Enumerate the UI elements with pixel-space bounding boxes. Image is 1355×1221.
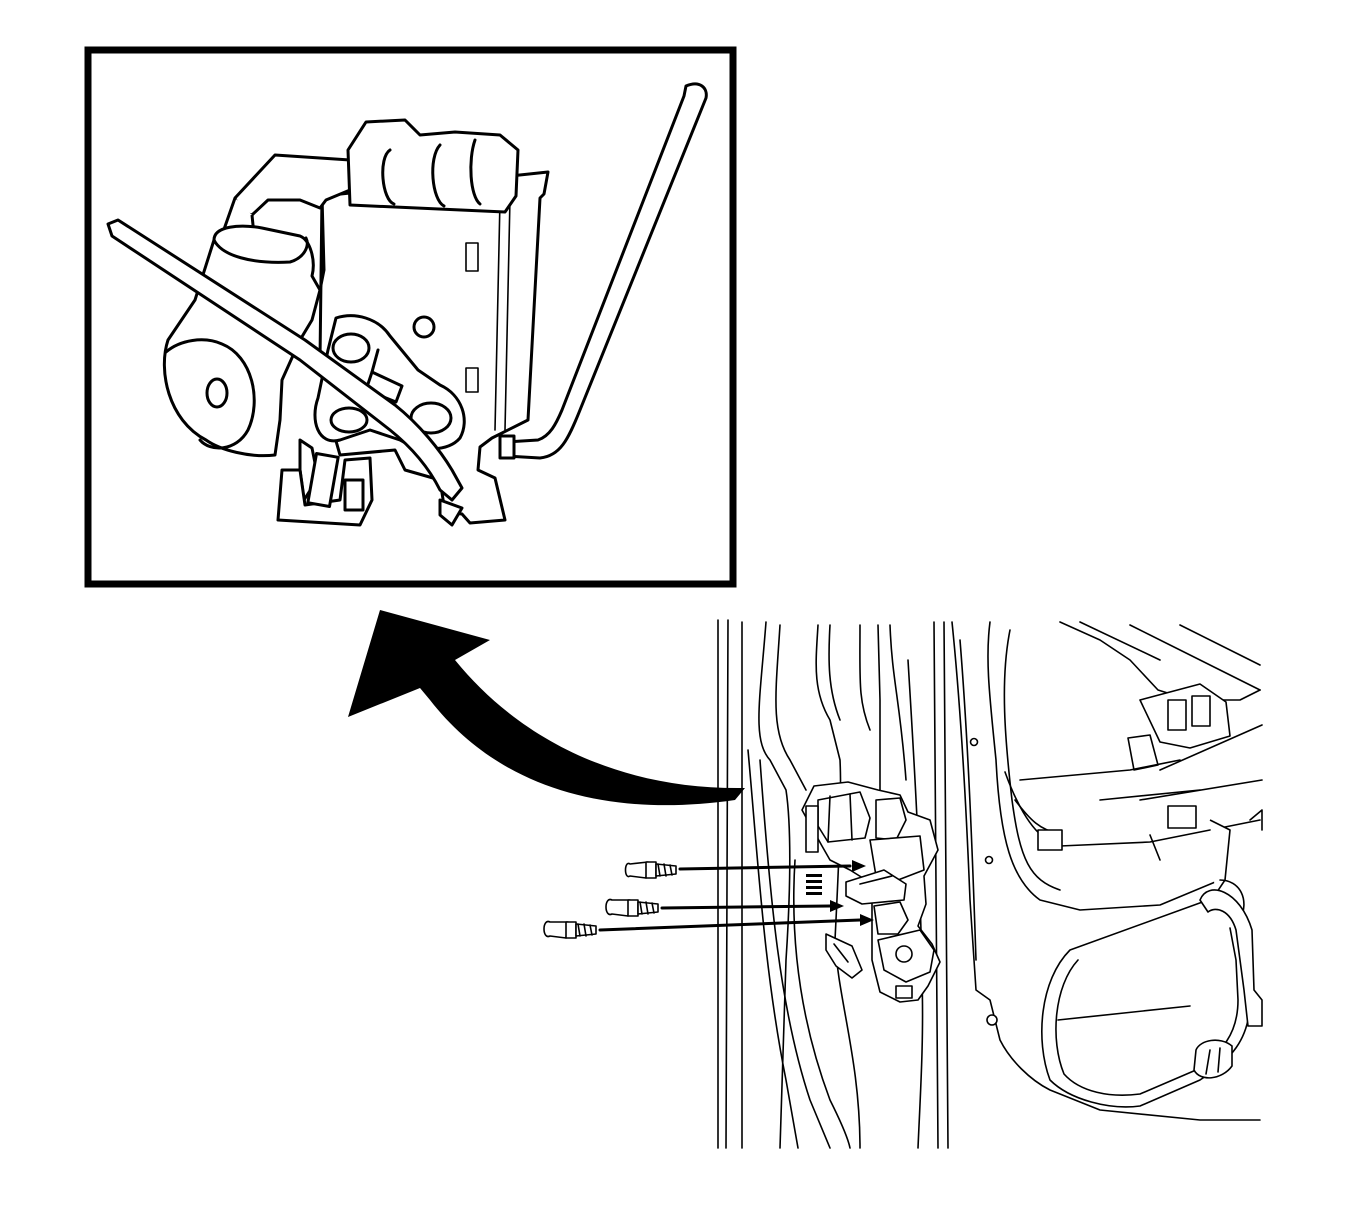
motor-shaft [205,377,229,409]
door-inner-panel [717,619,1263,1149]
latch-bolt-3 [543,914,874,939]
detail-inset [84,46,737,588]
door-latch-assembly [801,781,941,1003]
curved-callout-arrow [348,610,745,806]
latch-bolt-1 [624,860,866,879]
door-lock-actuator-detail [106,82,708,527]
housing-screw [412,315,436,339]
lock-rod [106,218,464,502]
actuator-housing [318,170,550,525]
latch-bolt-2 [605,898,844,917]
cable-clip [1199,889,1263,1027]
handle-rod [504,82,708,460]
latch-bolts [543,860,874,939]
